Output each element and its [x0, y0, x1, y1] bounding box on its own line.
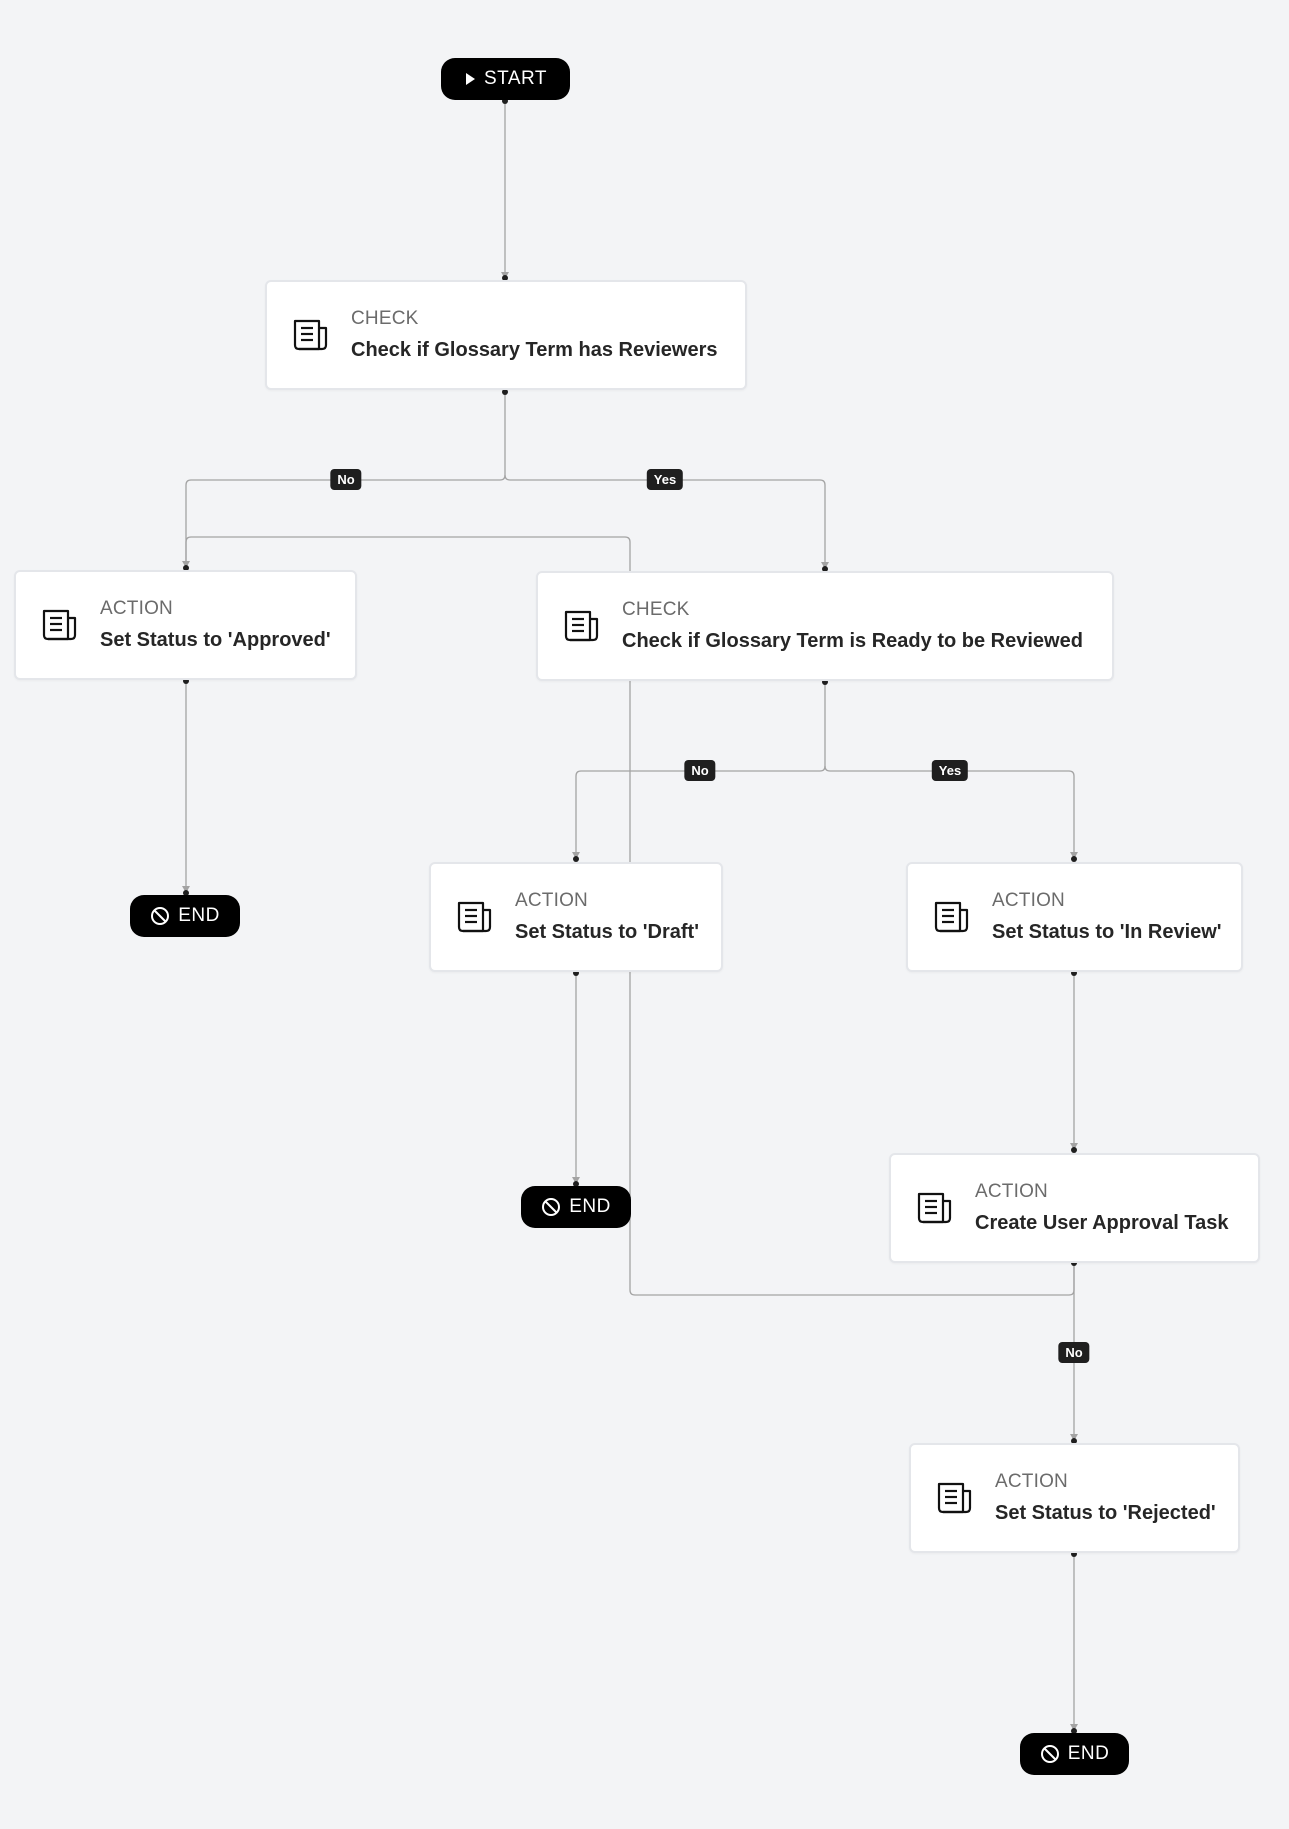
node-label: Check if Glossary Term is Ready to be Re…: [622, 630, 1083, 652]
document-icon: [455, 897, 495, 937]
document-icon: [915, 1188, 955, 1228]
start-node[interactable]: START: [441, 58, 570, 100]
node-set-in-review[interactable]: ACTION Set Status to 'In Review': [906, 862, 1243, 972]
edge-ready-yes: [824, 765, 1075, 858]
edge-label-no: No: [1058, 1342, 1090, 1363]
node-label: Create User Approval Task: [975, 1212, 1229, 1234]
node-kind: ACTION: [992, 890, 1065, 911]
node-kind: ACTION: [995, 1471, 1068, 1492]
end-node[interactable]: END: [1020, 1733, 1129, 1775]
node-label: Set Status to 'In Review': [992, 921, 1222, 943]
node-set-draft[interactable]: ACTION Set Status to 'Draft': [429, 862, 723, 972]
end-node[interactable]: END: [521, 1186, 631, 1228]
node-check-reviewers[interactable]: CHECK Check if Glossary Term has Reviewe…: [265, 280, 747, 390]
ban-icon: [541, 1197, 561, 1217]
node-kind: CHECK: [622, 599, 690, 620]
document-icon: [291, 315, 331, 355]
document-icon: [935, 1478, 975, 1518]
document-icon: [562, 606, 602, 646]
edge-label-yes: Yes: [931, 760, 969, 781]
play-icon: [464, 72, 476, 86]
node-label: Set Status to 'Rejected': [995, 1502, 1216, 1524]
node-set-rejected[interactable]: ACTION Set Status to 'Rejected': [909, 1443, 1240, 1553]
end-label: END: [178, 905, 220, 926]
edge-label-no: No: [330, 469, 362, 490]
end-label: END: [569, 1196, 611, 1217]
start-label: START: [483, 68, 548, 89]
document-icon: [40, 605, 80, 645]
node-check-ready[interactable]: CHECK Check if Glossary Term is Ready to…: [536, 571, 1114, 681]
node-set-approved[interactable]: ACTION Set Status to 'Approved': [14, 570, 357, 680]
node-create-approval-task[interactable]: ACTION Create User Approval Task: [889, 1153, 1260, 1263]
document-icon: [932, 897, 972, 937]
ban-icon: [150, 906, 170, 926]
end-label: END: [1067, 1743, 1110, 1764]
node-kind: ACTION: [975, 1181, 1048, 1202]
node-kind: ACTION: [515, 890, 588, 911]
node-label: Set Status to 'Draft': [515, 921, 699, 943]
node-kind: CHECK: [351, 308, 419, 329]
edge-label-yes: Yes: [646, 469, 684, 490]
node-label: Set Status to 'Approved': [100, 629, 331, 651]
ban-icon: [1040, 1744, 1060, 1764]
edge-reviewers-yes: [504, 474, 826, 568]
node-kind: ACTION: [100, 598, 173, 619]
node-label: Check if Glossary Term has Reviewers: [351, 339, 718, 361]
end-node[interactable]: END: [130, 895, 240, 937]
edge-label-no: No: [684, 760, 716, 781]
